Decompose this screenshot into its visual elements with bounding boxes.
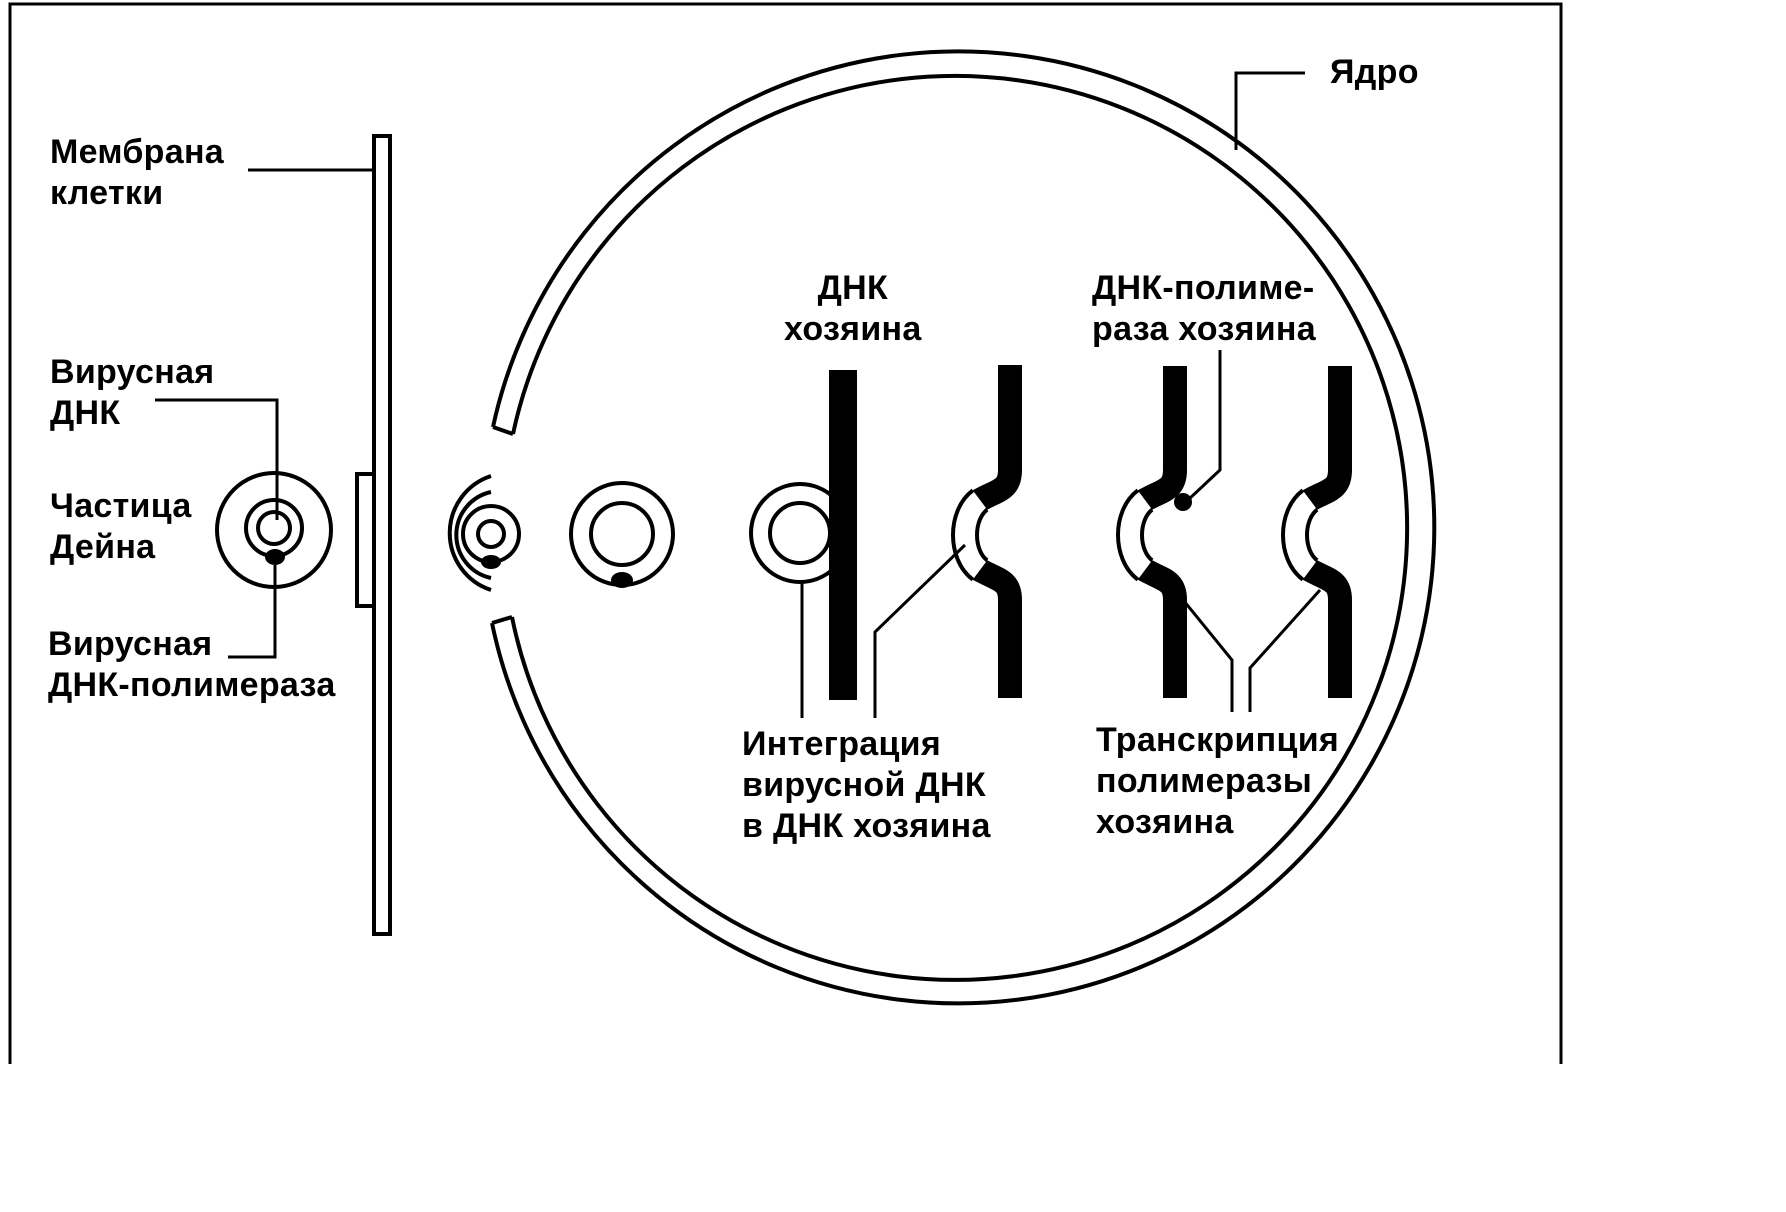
diagram-canvas	[8, 2, 1563, 1064]
label-viral-polymerase-line-1: Вирусная	[48, 625, 213, 663]
label-dane-particle-line-2: Дейна	[50, 528, 156, 566]
diagram-frame: Ядро Мембрана клетки Вирусная ДНК Частиц…	[8, 2, 1563, 1064]
viral-dna-circle	[569, 481, 675, 588]
label-integration-line-2: вирусной ДНК	[742, 766, 986, 804]
label-host-dna-line-1: ДНК	[817, 269, 888, 307]
label-viral-dna-line-2: ДНК	[50, 394, 121, 432]
label-host-dna: ДНК хозяина	[784, 268, 922, 350]
label-transcription-line-2: полимеразы	[1096, 762, 1313, 800]
label-integration: Интеграция вирусной ДНК в ДНК хозяина	[742, 724, 991, 847]
label-host-dna-line-2: хозяина	[784, 310, 922, 348]
integrated-strand	[951, 365, 1022, 698]
label-dane-particle-line-1: Частица	[50, 487, 192, 525]
label-viral-dna-line-1: Вирусная	[50, 353, 215, 391]
host-polymerase-dot	[1174, 493, 1192, 511]
label-integration-line-3: в ДНК хозяина	[742, 807, 991, 845]
label-host-polymerase-line-1: ДНК-полиме-	[1092, 269, 1315, 307]
label-transcription-line-1: Транскрипция	[1096, 721, 1340, 759]
label-transcription-line-3: хозяина	[1096, 803, 1234, 841]
label-nucleus: Ядро	[1330, 52, 1419, 93]
label-membrane-line-1: Мембрана	[50, 133, 225, 171]
host-dna-strand	[749, 370, 857, 700]
label-nucleus-line-1: Ядро	[1330, 53, 1419, 91]
label-host-polymerase: ДНК-полиме- раза хозяина	[1092, 268, 1316, 350]
label-transcription: Транскрипция полимеразы хозяина	[1096, 720, 1339, 843]
label-integration-line-1: Интеграция	[742, 725, 942, 763]
entering-particle	[447, 474, 521, 592]
figure-border	[8, 2, 1563, 1064]
label-viral-dna: Вирусная ДНК	[50, 352, 214, 434]
label-host-polymerase-line-2: раза хозяина	[1092, 310, 1316, 348]
label-viral-polymerase-line-2: ДНК-полимераза	[48, 666, 336, 704]
nucleus-envelope	[490, 49, 1437, 1006]
transcription-strand-1	[1116, 366, 1192, 698]
cell-membrane	[355, 134, 392, 936]
label-dane-particle: Частица Дейна	[50, 486, 192, 568]
label-viral-polymerase: Вирусная ДНК-полимераза	[48, 624, 336, 706]
viral-polymerase-dot	[265, 549, 285, 565]
label-membrane-line-2: клетки	[50, 174, 164, 212]
label-membrane: Мембрана клетки	[50, 132, 224, 214]
transcription-strand-2	[1281, 366, 1352, 698]
leader-lines	[155, 71, 1322, 718]
